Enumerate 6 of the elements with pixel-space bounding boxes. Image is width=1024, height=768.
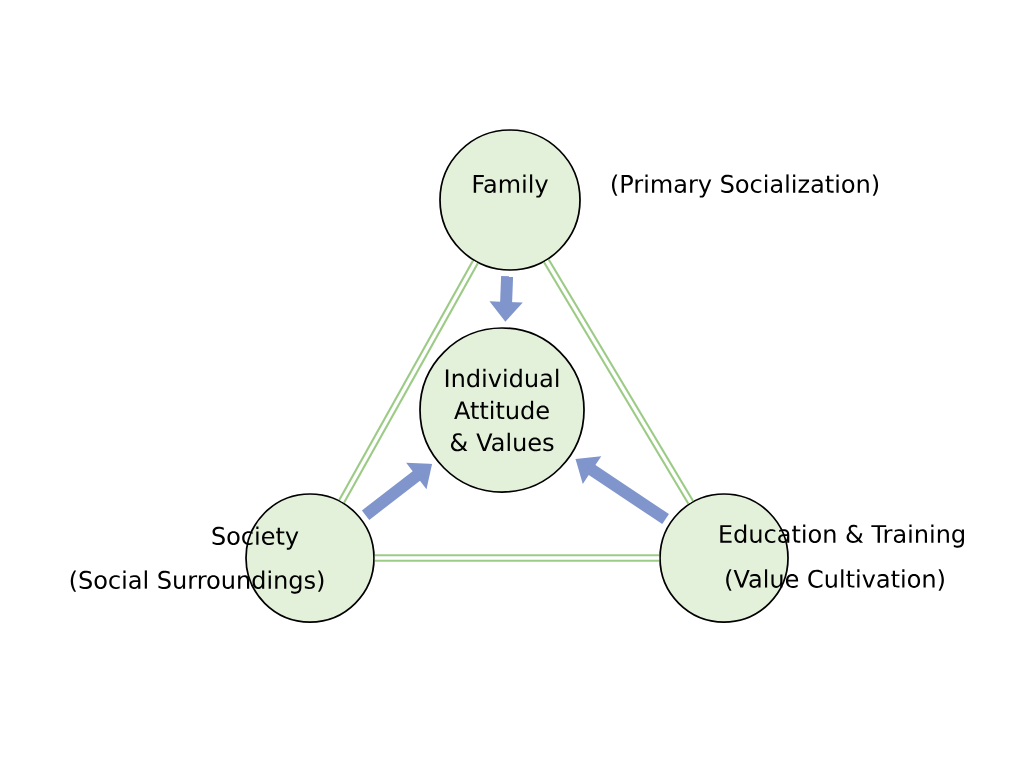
side-label: (Primary Socialization) [612,174,879,198]
circle-node: Individual Attitude & Values [419,327,585,493]
connector-line [374,554,660,562]
connector-line [338,260,479,504]
circle-node: Family [439,129,581,271]
connector-line [543,258,694,505]
